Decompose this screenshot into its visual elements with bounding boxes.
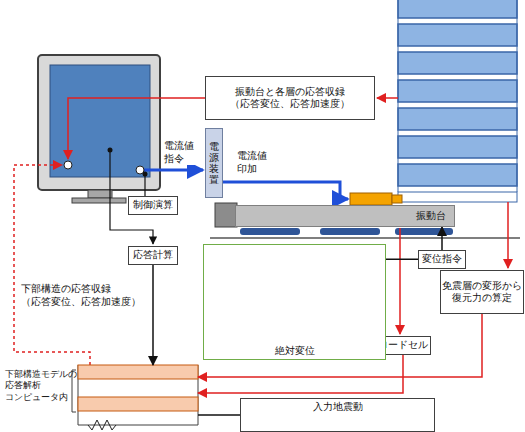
node-text: 入力地震動 — [313, 401, 363, 414]
stack-base — [78, 425, 198, 426]
connector — [198, 355, 403, 394]
power-supply-box: 電源装置 — [205, 128, 223, 198]
isolation-layer — [398, 192, 517, 202]
building-floor — [398, 52, 517, 74]
node-text: 免震層の変形から 復元力の算定 — [442, 280, 522, 305]
signal-wire-dotted — [14, 165, 90, 365]
structure-model: 下部構造モデルの 応答解析 コンピュータ内 — [78, 365, 198, 425]
node-text: 電源装置 — [209, 141, 219, 185]
signal-label: 下部構造の応答収録 （応答変位、応答加速度） — [20, 283, 148, 308]
process-box: 免震層の変形から 復元力の算定 — [440, 270, 524, 314]
monitor-screen — [50, 65, 150, 177]
floor-line — [210, 237, 520, 239]
terminal-dot — [143, 172, 148, 177]
node-text: 変位指令 — [422, 253, 462, 266]
connector — [198, 414, 240, 416]
building-floor — [398, 24, 517, 46]
building-floor — [398, 80, 517, 102]
motor — [215, 203, 237, 227]
command-box: 変位指令 — [418, 250, 466, 269]
structure-layer — [78, 397, 198, 411]
signal-wire — [377, 97, 398, 99]
graph-panel: 入力地震動 — [240, 398, 435, 432]
record-box: 振動台と各層の応答収録 （応答変位、応答加速度） — [205, 76, 375, 120]
node-text: 応答計算 — [133, 249, 173, 262]
current-wire — [223, 182, 348, 199]
shake-table: 振動台 — [235, 205, 455, 227]
actuator-rod — [392, 195, 402, 203]
current-wire — [140, 169, 203, 172]
signal-wire — [507, 202, 509, 268]
building-floor — [398, 164, 517, 186]
monitor-base — [72, 198, 126, 203]
terminal-dot — [64, 161, 72, 169]
process-box: 応答計算 — [128, 246, 178, 265]
building-wall — [517, 0, 518, 192]
signal-label: 電流値 印加 — [236, 150, 274, 175]
connector — [152, 265, 154, 366]
roller — [240, 228, 300, 235]
process-box: 制御演算 — [128, 196, 178, 215]
roller — [395, 228, 453, 235]
node-text: 制御演算 — [133, 199, 173, 212]
node-text: 絶対変位 — [272, 345, 318, 358]
monitor-stand — [88, 190, 112, 198]
signal-label: 電流値 指令 — [163, 140, 201, 165]
node-text: 振動台 — [416, 210, 446, 223]
terminal-dot — [136, 166, 144, 174]
connector — [441, 227, 443, 250]
ground-spring — [88, 420, 116, 430]
leader-line — [144, 176, 145, 196]
signal-wire — [399, 228, 401, 334]
structure-layer — [78, 365, 198, 379]
node-text: 下部構造モデルの 応答解析 コンピュータ内 — [5, 369, 73, 403]
connector — [386, 259, 418, 261]
building-floor — [398, 136, 517, 158]
actuator — [350, 193, 392, 205]
roller — [320, 228, 380, 235]
building-wall — [398, 0, 399, 192]
graph-panel: 絶対変位 — [203, 244, 386, 360]
building-floor — [398, 108, 517, 130]
building-floor — [398, 0, 517, 18]
monitor-frame — [38, 55, 160, 190]
building — [398, 0, 517, 192]
node-text: 振動台と各層の応答収録 （応答変位、応答加速度） — [210, 86, 370, 111]
terminal-dot — [108, 148, 113, 153]
